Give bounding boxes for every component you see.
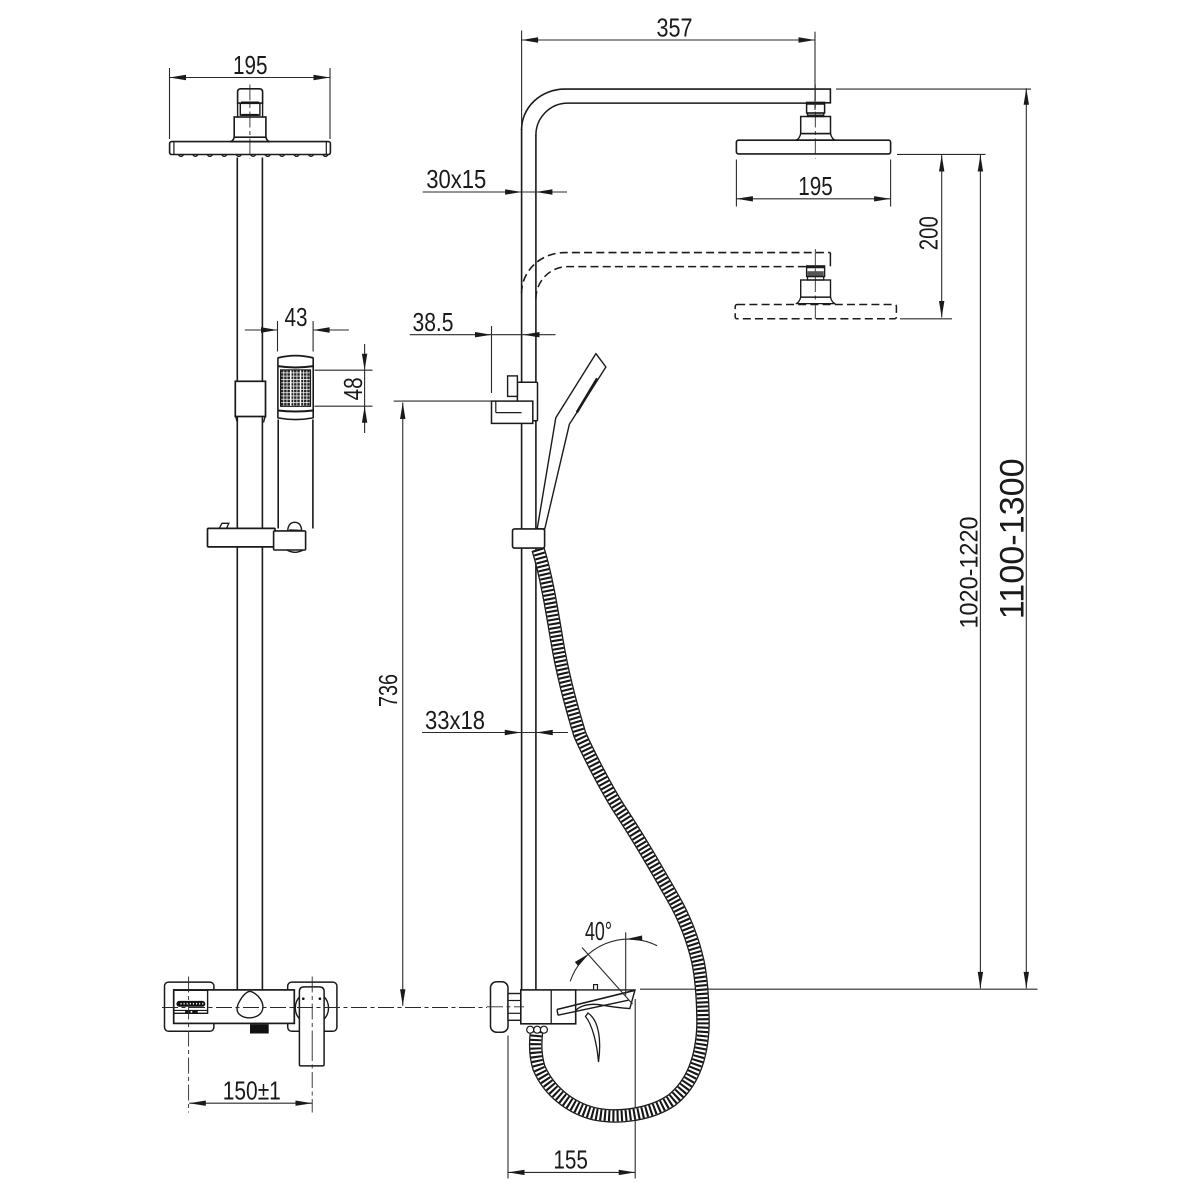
svg-text:155: 155 <box>553 1145 588 1175</box>
svg-text:736: 736 <box>373 674 403 707</box>
svg-text:357: 357 <box>657 12 693 42</box>
svg-text:195: 195 <box>798 171 833 201</box>
svg-text:38.5: 38.5 <box>413 307 454 337</box>
svg-text:33x18: 33x18 <box>425 705 485 735</box>
svg-text:30x15: 30x15 <box>426 164 486 194</box>
svg-text:150±1: 150±1 <box>223 1075 281 1105</box>
svg-text:1100-1300: 1100-1300 <box>993 458 1031 619</box>
svg-text:195: 195 <box>233 50 268 80</box>
svg-text:200: 200 <box>913 216 943 250</box>
svg-text:40°: 40° <box>585 916 612 946</box>
svg-text:1020-1220: 1020-1220 <box>956 517 984 629</box>
svg-text:48: 48 <box>338 377 368 400</box>
svg-text:43: 43 <box>285 302 308 332</box>
